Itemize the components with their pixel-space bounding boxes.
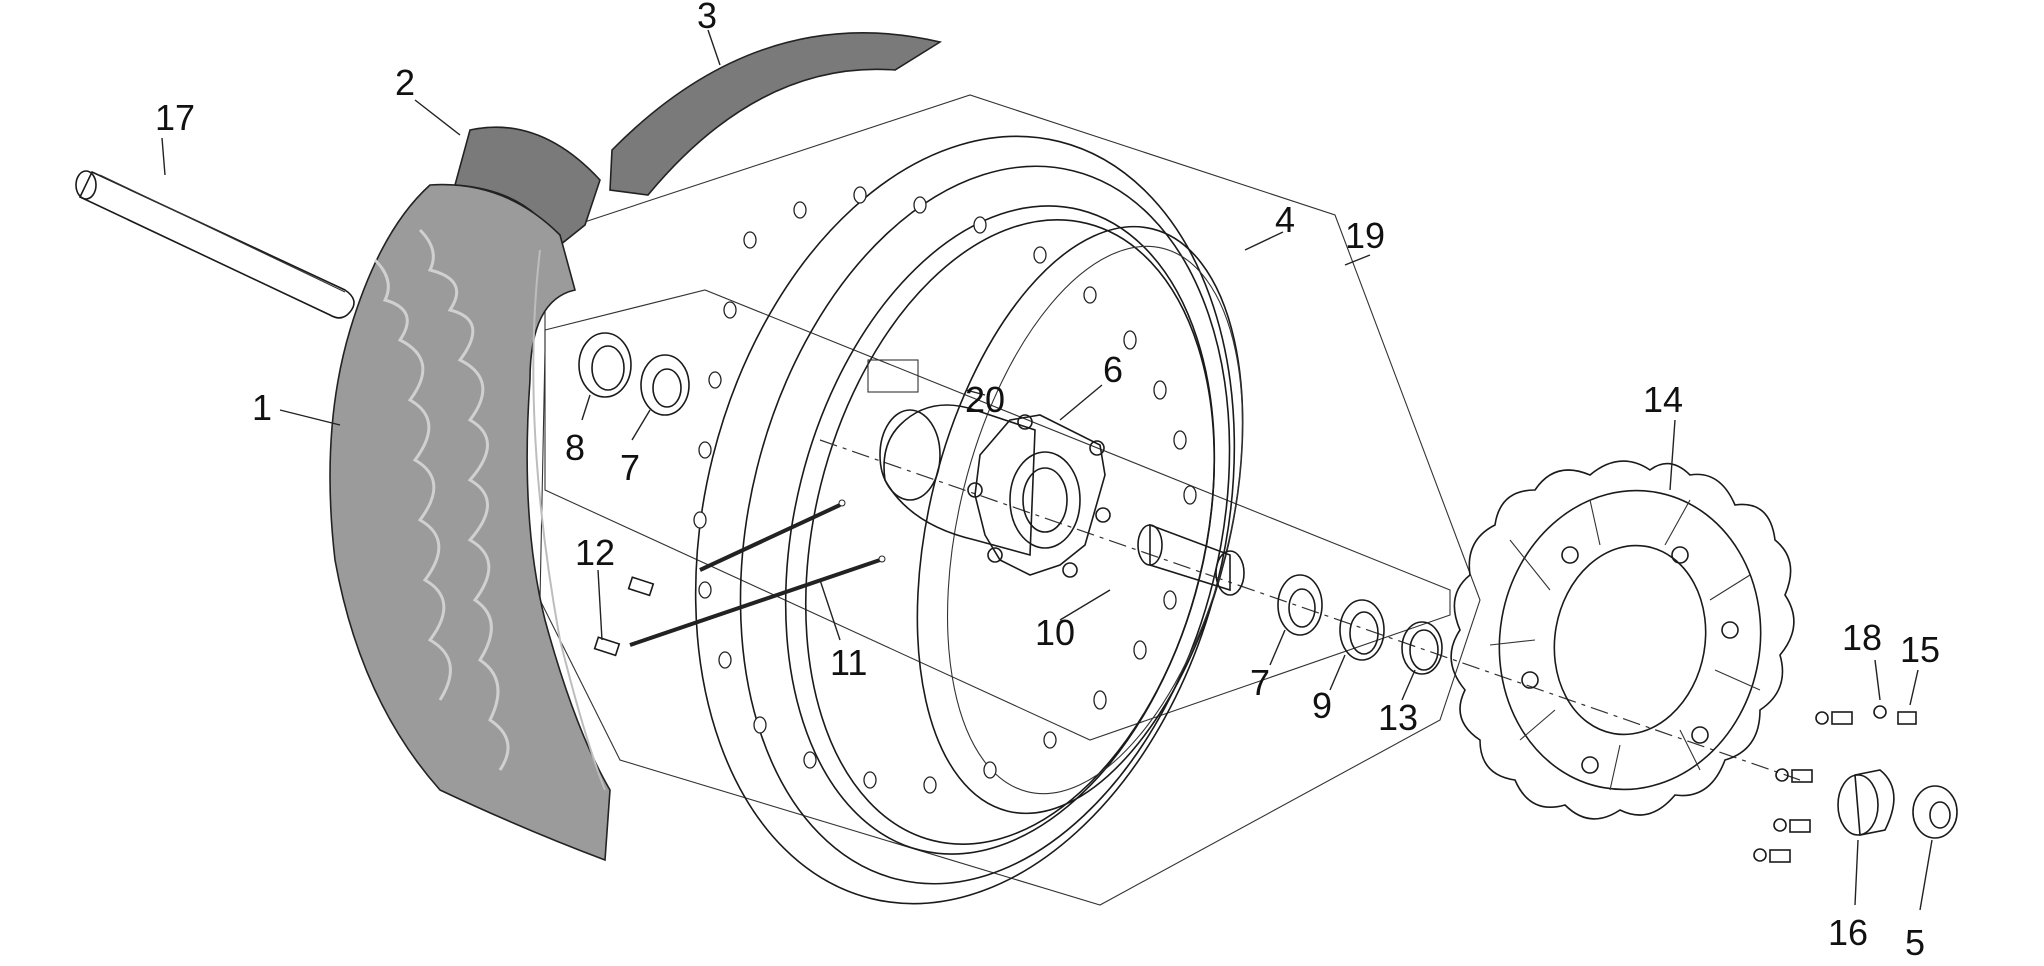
spacer-16 (1837, 769, 1895, 836)
spacer-10 (1137, 523, 1245, 596)
callout-2: 2 (395, 62, 415, 103)
rim-tape-3 (609, 32, 943, 196)
callout-8: 8 (565, 427, 585, 468)
callout-11: 11 (830, 642, 867, 683)
tire-1 (329, 183, 611, 862)
axle-17 (75, 170, 355, 319)
seal-9 (1339, 599, 1385, 661)
callout-13: 13 (1378, 697, 1418, 738)
brake-disc-14 (1450, 460, 1795, 820)
callout-9: 9 (1312, 685, 1332, 726)
callout-5: 5 (1905, 922, 1925, 963)
rim-4 (694, 135, 1244, 905)
screws-11 (629, 499, 886, 647)
circlip-13 (1401, 621, 1443, 675)
bearing-7-right (1277, 574, 1323, 636)
hub-subassembly-boundary (544, 289, 1451, 741)
callout-7-left: 7 (620, 447, 640, 488)
bolts-15-washers-18 (1753, 705, 1917, 863)
callout-4: 4 (1275, 199, 1295, 240)
callout-3: 3 (697, 0, 717, 36)
callout-20: 20 (965, 379, 1005, 420)
bearing-7-left (640, 354, 690, 416)
axle-centerline (819, 439, 1801, 781)
seal-8 (578, 332, 632, 398)
callout-16: 16 (1828, 912, 1868, 953)
callout-6: 6 (1103, 349, 1123, 390)
screws-12 (593, 576, 655, 657)
callout-12: 12 (575, 532, 615, 573)
callout-10: 10 (1035, 612, 1075, 653)
rim-spoke-holes (693, 186, 1197, 794)
callout-18: 18 (1842, 617, 1882, 658)
callout-19: 19 (1345, 215, 1385, 256)
hub-6 (879, 404, 1111, 578)
callout-1: 1 (252, 387, 272, 428)
assembly-boundary-19 (539, 94, 1481, 906)
label-plate-20 (867, 359, 919, 393)
leader-lines (161, 29, 1933, 911)
callout-14: 14 (1643, 379, 1683, 420)
callout-17: 17 (155, 97, 195, 138)
axle-nut-5 (1912, 785, 1958, 839)
callout-numbers: 17 2 3 1 4 19 6 20 8 7 12 11 10 7 9 13 1… (155, 0, 1940, 963)
callout-15: 15 (1900, 629, 1940, 670)
callout-7-right: 7 (1250, 662, 1270, 703)
